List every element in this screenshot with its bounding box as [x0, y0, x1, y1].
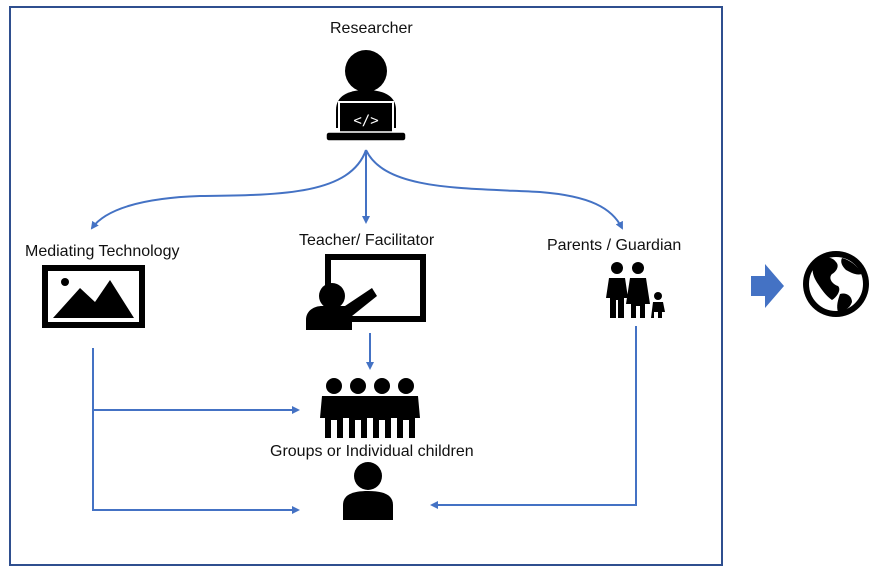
- connector-researcher-to-parents: [365, 149, 623, 230]
- children-label: Groups or Individual children: [270, 443, 474, 460]
- connector-researcher-to-technology: [90, 149, 367, 230]
- right-arrow-icon: [751, 264, 784, 308]
- family-icon: [606, 262, 665, 318]
- image-landscape-icon: [42, 265, 145, 328]
- connector-technology-to-children: [92, 348, 300, 414]
- teacher-whiteboard-icon: [306, 254, 426, 330]
- diagram-canvas: </>: [42, 50, 869, 520]
- connector-parents-to-individual: [430, 326, 637, 509]
- connectors: [90, 149, 637, 514]
- single-person-icon: [343, 462, 393, 520]
- parents-label: Parents / Guardian: [547, 237, 682, 254]
- researcher-label: Researcher: [330, 20, 413, 37]
- globe-icon: [803, 251, 869, 317]
- group-of-children-icon: [320, 378, 420, 438]
- connector-technology-to-individual: [92, 410, 300, 514]
- teacher-label: Teacher/ Facilitator: [299, 232, 435, 249]
- code-glyph: </>: [353, 113, 378, 129]
- mediating-technology-label: Mediating Technology: [25, 243, 180, 260]
- coder-at-laptop-icon: </>: [325, 50, 407, 142]
